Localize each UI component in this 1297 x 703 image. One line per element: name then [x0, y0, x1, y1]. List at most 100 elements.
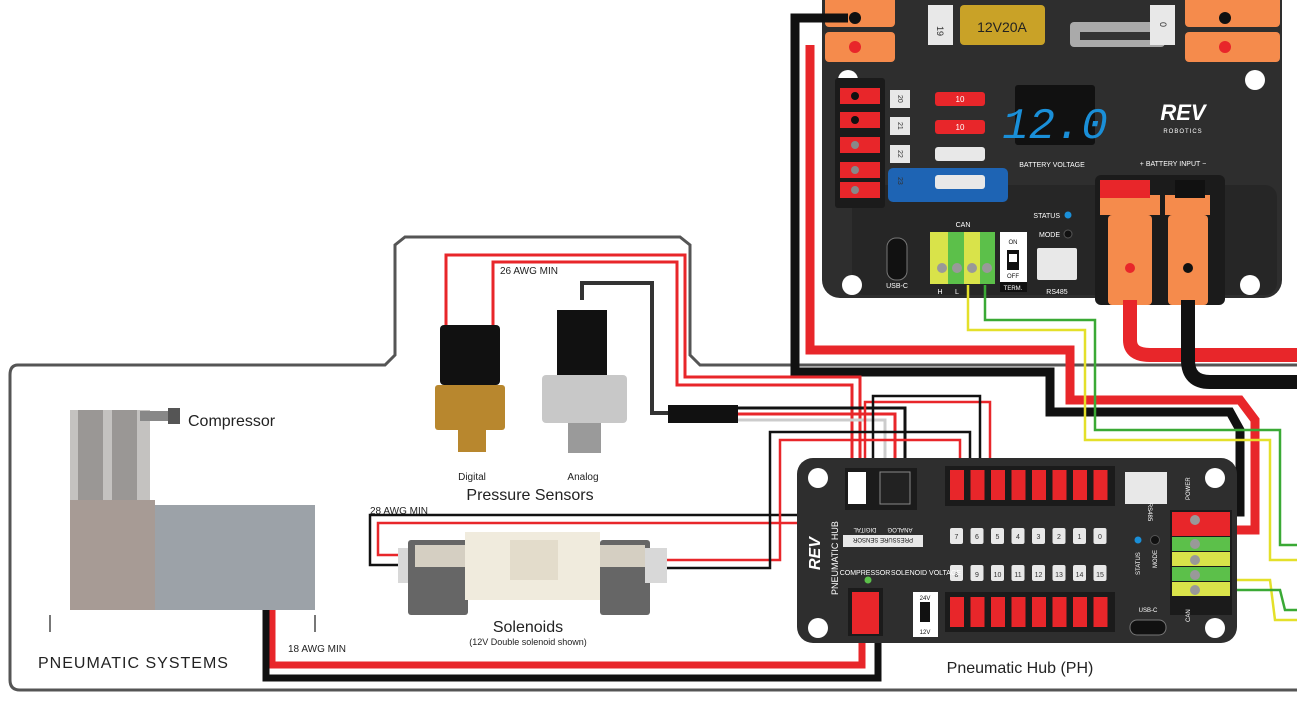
ph-top-connector-0[interactable] — [1093, 470, 1108, 500]
ph-status-label: STATUS — [1136, 552, 1142, 575]
analog-pressure-sensor — [542, 310, 627, 453]
ph-top-connector-3[interactable] — [1032, 470, 1046, 500]
ph-bottom-channel-box-11 — [1011, 565, 1025, 581]
pneumatic-systems-title: PNEUMATIC SYSTEMS — [38, 655, 229, 672]
pdh-usb-c-label: USB-C — [886, 283, 908, 290]
ph-top-channel-box-0 — [1093, 528, 1107, 544]
ph-top-channel-label-1: 1 — [1078, 534, 1082, 541]
pdh-rev-logo-sub: ROBOTICS — [1163, 129, 1202, 135]
digital-sensor-wire-b — [491, 260, 854, 485]
ph-top-connector-6[interactable] — [970, 470, 985, 500]
ph-bottom-channel-label-8: 8 — [955, 572, 959, 579]
ph-pressure-sensor-label: PRESSURE SENSOR — [852, 536, 913, 542]
digital-label: Digital — [458, 472, 486, 483]
pdh-status-led-icon — [1064, 211, 1072, 219]
ph-bottom-channel-label-11: 11 — [1014, 572, 1021, 579]
ph-analog-label: ANALOG — [887, 526, 912, 532]
ph-bottom-channel-label-13: 13 — [1055, 572, 1063, 579]
ph-bottom-channel-label-14: 14 — [1076, 572, 1084, 579]
ph-bottom-connector-9[interactable] — [970, 597, 985, 627]
ph-top-channel-box-3 — [1032, 528, 1045, 544]
pdh-fuse-10-b: 10 — [956, 123, 965, 132]
pneumatic-systems-outline-lower — [8, 363, 1297, 692]
pdh-rs485-label: RS485 — [1046, 289, 1068, 296]
ph-bottom-solenoid-slots: 8 9 10 11 12 13 14 15 — [950, 565, 1108, 627]
awg26-label: 26 AWG MIN — [500, 266, 558, 277]
ph-bottom-connector-12[interactable] — [1032, 597, 1046, 627]
battery-input-connectors[interactable] — [1095, 175, 1225, 305]
main-black-power-wire — [790, 13, 1245, 517]
ph-top-channel-box-2 — [1052, 528, 1066, 544]
ph-top-connector-4[interactable] — [1011, 470, 1026, 500]
pdh-rs485-port[interactable] — [1037, 248, 1077, 280]
ph-bottom-connector-8[interactable] — [950, 597, 964, 627]
ph-can-label: CAN — [1186, 609, 1192, 622]
ph-top-channel-box-6 — [970, 528, 984, 544]
ph-bottom-channel-box-14 — [1073, 565, 1086, 581]
ph-bottom-channel-label-12: 12 — [1035, 572, 1043, 579]
ph-top-channel-label-2: 2 — [1057, 534, 1061, 541]
ph-mode-label: MODE — [1153, 550, 1159, 568]
solenoids-label: Solenoids — [493, 619, 563, 636]
ph-bottom-channel-box-8 — [950, 565, 963, 581]
ph-top-connector-5[interactable] — [991, 470, 1005, 500]
ph-usb-c-label: USB-C — [1139, 608, 1158, 614]
analog-sensor-connector — [668, 405, 738, 423]
pdh-mode-label: MODE — [1039, 232, 1060, 239]
pdh-channel-20: 20 — [896, 95, 903, 103]
ph-bottom-connector-15[interactable] — [1093, 597, 1108, 627]
ph-name-vertical: PNEUMATIC HUB — [830, 521, 840, 595]
pdh-usb-c-port[interactable] — [886, 237, 908, 281]
pdh-rev-logo: REV — [1160, 100, 1208, 125]
ph-rev-logo: REV — [807, 536, 824, 570]
battery-red-cable — [1123, 300, 1297, 362]
can-yellow-wire-out — [1230, 578, 1297, 622]
ph-24v-label: 24V — [920, 596, 931, 602]
pdh-can-label: CAN — [956, 222, 971, 229]
battery-input-label: + BATTERY INPUT − — [1140, 161, 1206, 168]
digital-pressure-sensor — [435, 325, 505, 452]
pdh-term-label: TERM. — [1004, 286, 1023, 292]
battery-black-cable — [1181, 300, 1297, 389]
solenoids-note: (12V Double solenoid shown) — [469, 637, 587, 647]
pdh-can-h-label: H — [937, 289, 942, 296]
pdh-channel-19: 19 — [935, 26, 945, 36]
ph-bottom-channel-box-9 — [970, 565, 984, 581]
analog-sensor-wire — [580, 281, 670, 415]
pdh-channel-21: 21 — [896, 122, 903, 130]
ph-top-channel-label-0: 0 — [1098, 534, 1102, 541]
pneumatic-systems-outline — [18, 235, 1297, 367]
ph-solenoid-voltage-label: SOLENOID VOLTAGE — [891, 570, 961, 577]
ph-compressor-label: COMPRESSOR — [840, 570, 891, 577]
ph-bottom-connector-13[interactable] — [1052, 597, 1067, 627]
pdh-main-fuse-label: 12V20A — [977, 19, 1027, 35]
ph-top-channel-box-5 — [991, 528, 1004, 544]
ph-top-connector-1[interactable] — [1073, 470, 1087, 500]
battery-voltage-label: BATTERY VOLTAGE — [1019, 162, 1085, 169]
ph-bottom-connector-14[interactable] — [1073, 597, 1087, 627]
ph-top-channel-label-4: 4 — [1016, 534, 1020, 541]
pdh-term-off-label: OFF — [1007, 274, 1019, 280]
awg18-label: 18 AWG MIN — [288, 644, 346, 655]
ph-top-channel-box-1 — [1073, 528, 1086, 544]
ph-bottom-channel-label-10: 10 — [994, 572, 1002, 579]
compressor-illustration — [49, 408, 316, 632]
analog-label: Analog — [567, 472, 598, 483]
ph-bottom-connector-10[interactable] — [991, 597, 1005, 627]
pdh-channel-23: 23 — [896, 177, 903, 185]
solenoid-valve — [398, 532, 667, 615]
ph-digital-label: DIGITAL — [853, 526, 877, 532]
ph-bottom-channel-box-15 — [1093, 565, 1107, 581]
digital-sensor-wire-a — [444, 253, 862, 485]
ph-bottom-channel-label-15: 15 — [1096, 572, 1104, 579]
pdh-mode-button[interactable] — [1063, 229, 1073, 239]
ph-top-channel-label-7: 7 — [955, 534, 959, 541]
can-green-wire — [983, 285, 1297, 547]
ph-top-connector-2[interactable] — [1052, 470, 1067, 500]
pdh-can-terminal[interactable] — [930, 232, 995, 284]
ph-bottom-connector-11[interactable] — [1011, 597, 1026, 627]
ph-top-connector-7[interactable] — [950, 470, 964, 500]
ph-bottom-channel-label-9: 9 — [975, 572, 979, 579]
can-yellow-wire — [966, 285, 1297, 562]
